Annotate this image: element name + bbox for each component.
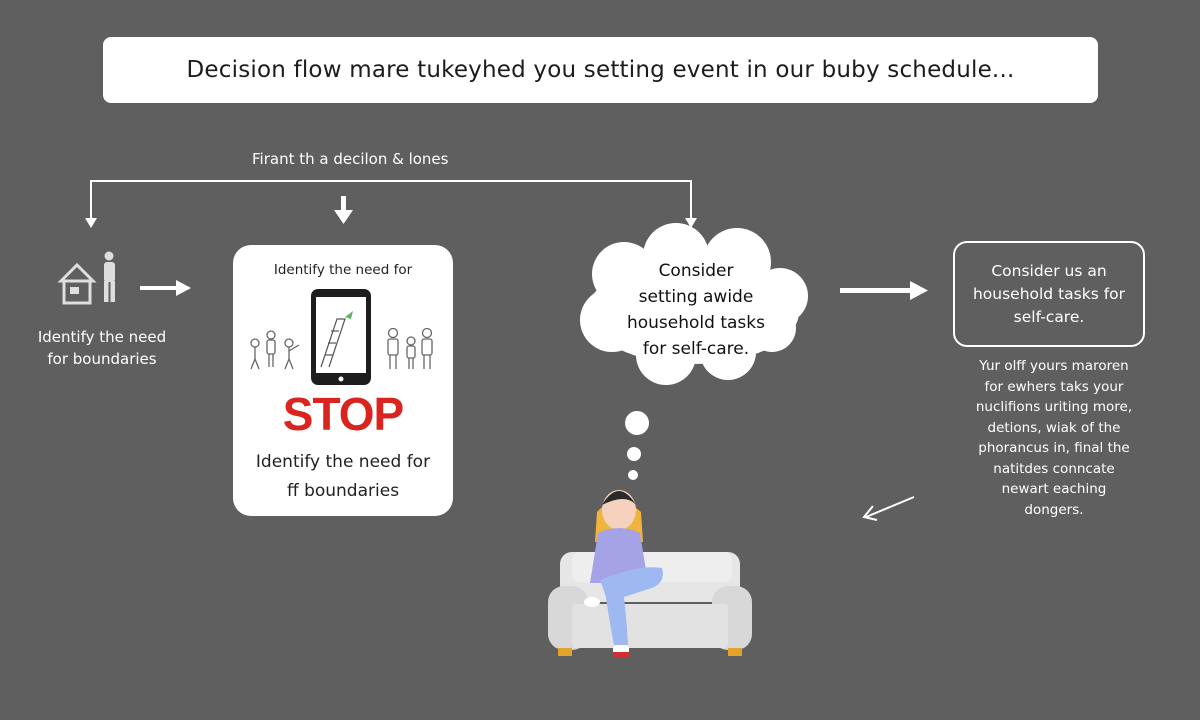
thought-cloud-text: Consider setting awide household tasks f… — [626, 261, 765, 359]
right-paragraph: Yur olff yours maroren for ewhers taks y… — [975, 358, 1133, 518]
card-illustration — [250, 289, 433, 385]
left-node-caption: Identify the need for boundaries — [22, 326, 182, 370]
arrow-down-right — [685, 218, 697, 228]
thought-bubble-medium — [627, 447, 641, 461]
house-person-icon — [57, 251, 115, 305]
sofa-person-illustration — [548, 490, 752, 658]
flow-label: Firant th a decilon & lones — [252, 150, 449, 168]
stop-sign-text: STOP — [282, 388, 404, 440]
page-title: Decision flow mare tukeyhed you setting … — [186, 57, 1015, 83]
arrow-down-center — [334, 196, 353, 224]
thought-cloud — [580, 223, 808, 385]
right-decision-box: Consider us an household tasks for self-… — [953, 241, 1145, 347]
tablet-icon — [311, 289, 371, 385]
top-bracket-connector — [90, 180, 692, 222]
arrow-down-left — [85, 218, 97, 228]
arrow-right-1 — [140, 280, 191, 296]
card-top-label: Identify the need for — [273, 262, 413, 278]
arrow-return-diagonal — [862, 496, 915, 521]
thought-bubble-small — [628, 470, 638, 480]
people-group-left-icon — [250, 330, 300, 370]
left-node-caption-text: Identify the need for boundaries — [37, 328, 167, 368]
card-bottom-label: Identify the need for ff boundaries — [255, 452, 431, 501]
arrow-right-2 — [840, 281, 928, 300]
right-box-text: Consider us an household tasks for self-… — [972, 261, 1126, 326]
thought-bubble-large — [625, 411, 649, 435]
people-group-right-icon — [387, 327, 433, 369]
decision-card: Identify the need for STOP Identify the — [233, 245, 453, 516]
title-bar: Decision flow mare tukeyhed you setting … — [103, 37, 1098, 103]
